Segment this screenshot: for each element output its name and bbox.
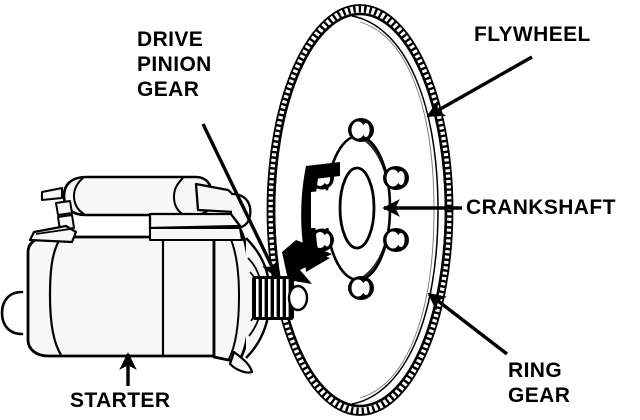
ring-gear-outer-edge <box>266 4 454 416</box>
bolt-hole <box>348 276 374 300</box>
crankshaft-bore <box>338 166 376 250</box>
solenoid-bracket <box>148 212 242 230</box>
bolt-hole <box>348 118 374 142</box>
ring-gear-inner-edge <box>273 13 447 407</box>
drive-pinion-gear <box>252 276 309 320</box>
starter-mount-loop <box>0 290 24 336</box>
label-crankshaft: CRANKSHAFT <box>466 196 616 219</box>
solenoid-bracket-lower <box>148 226 244 242</box>
starter-motor <box>0 175 272 374</box>
starter-mount-ear <box>228 350 254 374</box>
terminal-insulator-a <box>55 200 73 216</box>
starter-body <box>26 235 216 358</box>
ring-gear-teeth <box>267 5 453 415</box>
solenoid-shift-cover <box>194 182 238 214</box>
bolt-hole <box>383 166 409 190</box>
starter-drive-housing-flange <box>227 232 241 360</box>
flywheel-face-contour <box>351 15 439 405</box>
label-starter: STARTER <box>70 389 171 412</box>
label-drive-pinion-gear: DRIVE PINION GEAR <box>137 28 212 101</box>
leader-drive-pinion-gear <box>201 123 279 279</box>
flywheel-face-contour-2 <box>359 21 435 399</box>
leader-flywheel <box>426 55 533 118</box>
leader-lines <box>119 55 533 386</box>
solenoid-right-band <box>172 177 185 216</box>
battery-terminal-stud <box>40 186 64 202</box>
label-flywheel: FLYWHEEL <box>474 23 591 46</box>
flywheel <box>266 4 454 416</box>
bolt-hole <box>383 228 409 252</box>
label-ring-gear: RING GEAR <box>508 359 571 407</box>
leader-ring-gear <box>427 292 509 356</box>
starter-drive-housing <box>212 224 252 364</box>
starter-strap-notch <box>35 228 71 235</box>
pinion-shaft-collar <box>287 284 309 312</box>
starter-solenoid <box>62 175 214 217</box>
solenoid-left-cap <box>72 177 85 215</box>
starter-end-cap-seam <box>48 238 62 356</box>
flywheel-rotation-arrow <box>282 162 340 284</box>
